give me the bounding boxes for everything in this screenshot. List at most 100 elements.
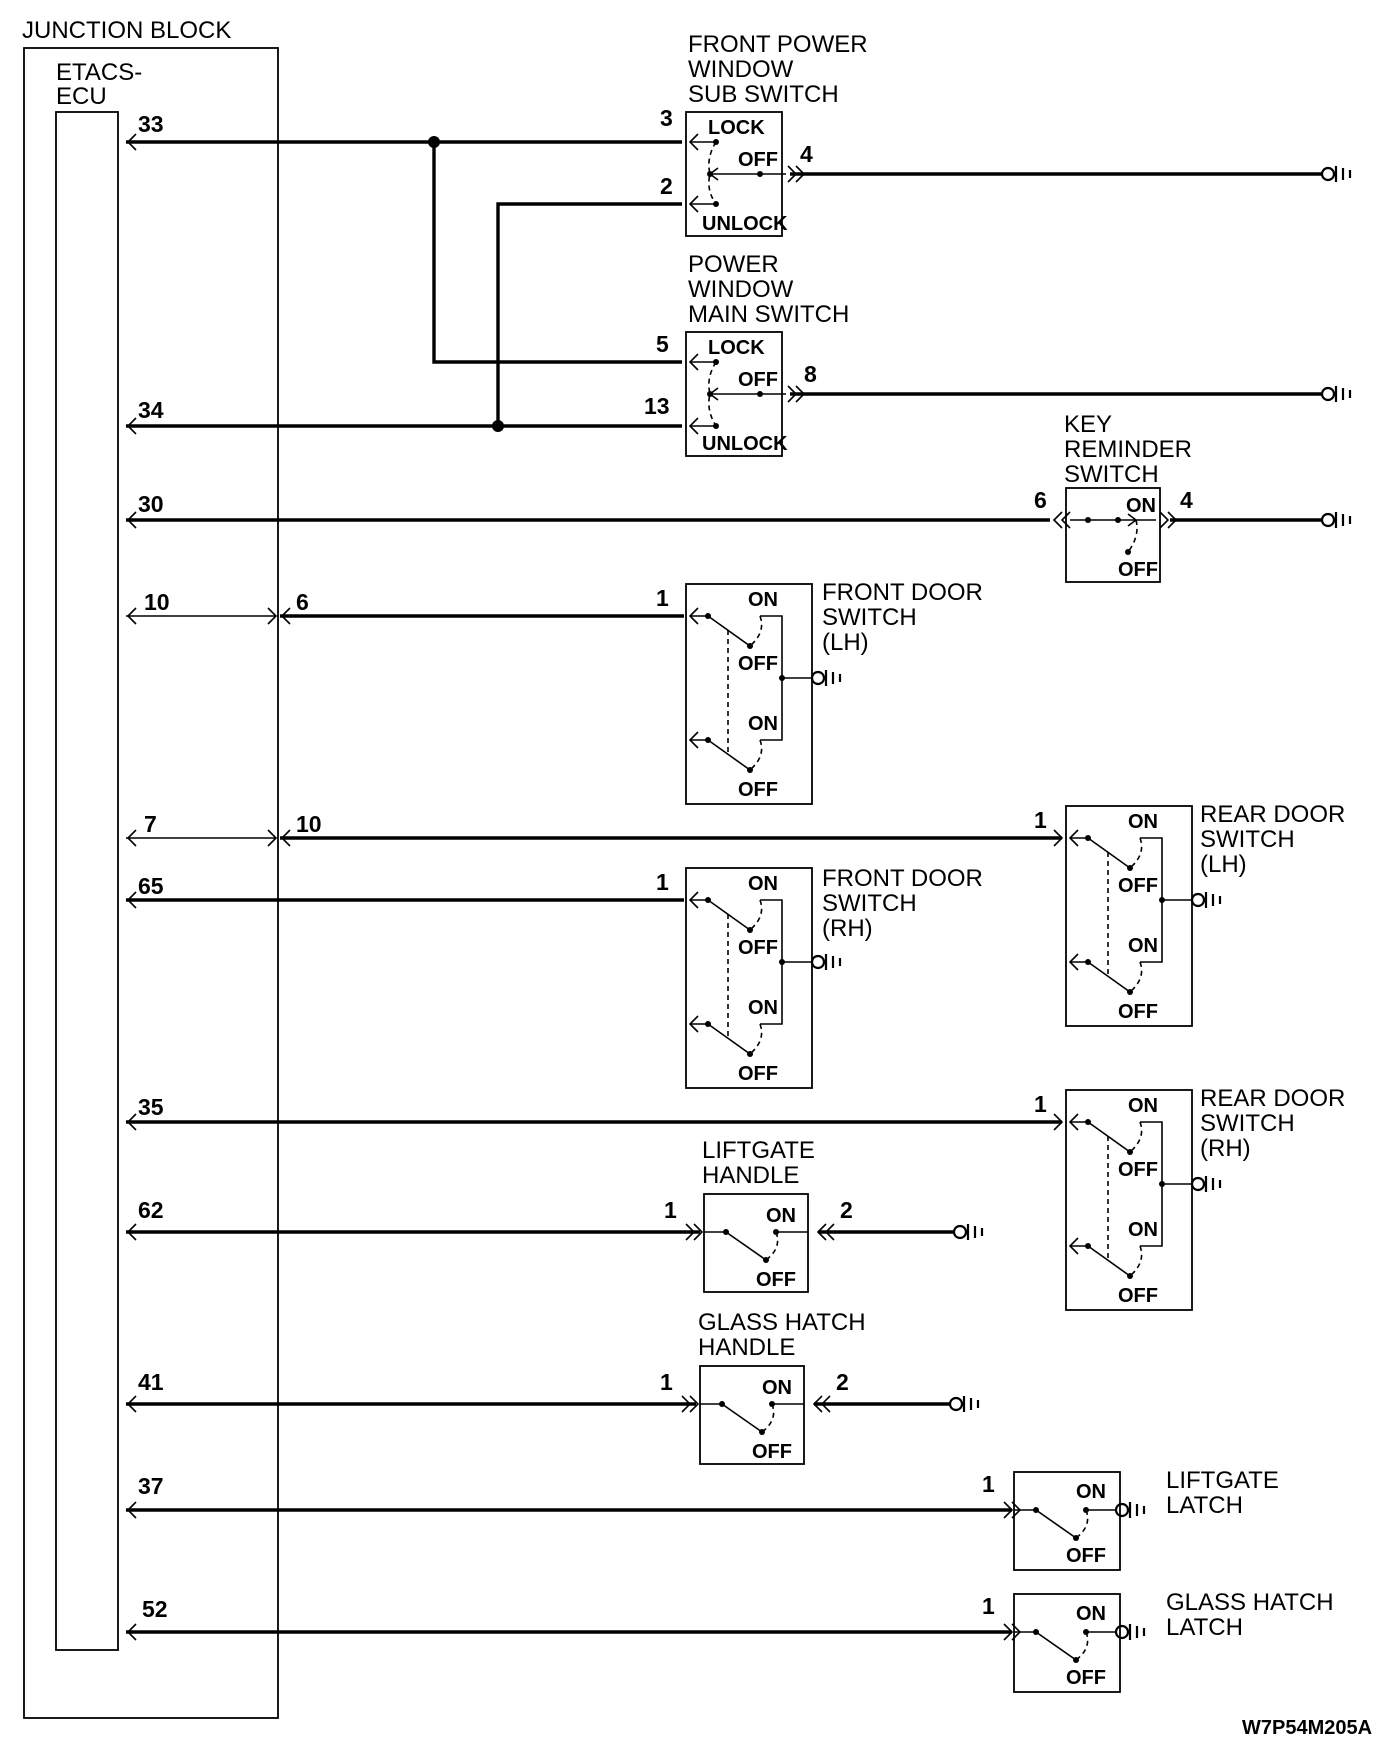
sub-switch-off: OFF [738, 149, 778, 171]
ecu-pin-37: 37 [138, 1473, 164, 1499]
rear-door-lh-label-1: REAR DOOR [1200, 801, 1345, 828]
front-door-rh-label-2: SWITCH [822, 890, 917, 917]
glass-hatch-latch-label-2: LATCH [1166, 1614, 1243, 1641]
liftgate-handle-label-1: LIFTGATE [702, 1137, 815, 1164]
main-switch-throw [708, 361, 717, 427]
connector-arrows [126, 133, 1178, 1641]
power-window-main-switch: POWER WINDOW MAIN SWITCH 5 13 8 LOCK OFF… [644, 251, 849, 457]
rear-door-lh-connector [1053, 829, 1064, 847]
key-reminder-connector-4 [1159, 511, 1178, 529]
rear-door-lh-contact-2 [1068, 953, 1131, 993]
liftgate-latch-on: ON [1076, 1481, 1106, 1503]
ground-icon [810, 670, 842, 686]
rear-door-lh-label-2: SWITCH [1200, 826, 1295, 853]
sub-switch-label-3: SUB SWITCH [688, 81, 839, 108]
front-door-rh-off-2: OFF [738, 1063, 778, 1085]
main-switch-contacts [690, 361, 716, 427]
rear-door-rh-box [1065, 1089, 1193, 1311]
ground-icon [952, 1224, 984, 1240]
key-reminder-box [1065, 487, 1161, 583]
sub-switch-contacts [690, 141, 716, 205]
front-door-rh-label-3: (RH) [822, 915, 873, 942]
front-door-lh-on-2: ON [748, 713, 778, 735]
ecu-connector-37 [126, 1501, 137, 1519]
glass-hatch-handle-off: OFF [752, 1441, 792, 1463]
glass-hatch-latch-label-1: GLASS HATCH [1166, 1589, 1334, 1616]
rear-door-lh-box [1065, 805, 1193, 1027]
ecu-connector-41 [126, 1395, 137, 1413]
ecu-connector-34 [126, 417, 137, 435]
rear-door-rh-off-2: OFF [1118, 1285, 1158, 1307]
glass-hatch-latch-on: ON [1076, 1603, 1106, 1625]
glass-hatch-handle-on: ON [762, 1377, 792, 1399]
ecu-connector-30 [126, 511, 137, 529]
glass-hatch-latch-contacts [1014, 1631, 1116, 1661]
rear-door-switch-lh: REAR DOOR SWITCH (LH) 1 ON OFF ON OFF [1034, 801, 1345, 1027]
key-reminder-pin-4: 4 [1180, 487, 1193, 513]
key-reminder-on: ON [1126, 495, 1156, 517]
glass-hatch-handle-pin-1: 1 [660, 1369, 673, 1395]
sub-switch-inner-chevrons [688, 133, 699, 213]
front-door-rh-contact-2 [688, 1015, 751, 1055]
rear-door-rh-off-1: OFF [1118, 1159, 1158, 1181]
liftgate-handle-throw [765, 1231, 779, 1261]
ecu-pin-33: 33 [138, 111, 164, 137]
rear-door-rh-label-3: (RH) [1200, 1135, 1251, 1162]
ground-icon [1320, 166, 1352, 182]
rear-door-lh-label-3: (LH) [1200, 851, 1247, 878]
front-door-lh-contact-2 [688, 731, 751, 771]
junction-block-title: JUNCTION BLOCK [22, 17, 231, 44]
glass-hatch-handle-pin-2: 2 [836, 1369, 849, 1395]
liftgate-latch-off: OFF [1066, 1545, 1106, 1567]
glass-hatch-latch-off: OFF [1066, 1667, 1106, 1689]
ground-icon [948, 1396, 980, 1412]
key-reminder-label-2: REMINDER [1064, 436, 1192, 463]
rear-door-rh-contact-2 [1068, 1237, 1131, 1277]
main-switch-off: OFF [738, 369, 778, 391]
ecu-label-2: ECU [56, 83, 107, 110]
front-door-lh-label-1: FRONT DOOR [822, 579, 983, 606]
rear-door-rh-on-1: ON [1128, 1095, 1158, 1117]
ground-icon [1114, 1502, 1146, 1518]
liftgate-handle-connector-1 [685, 1223, 704, 1241]
key-reminder-throw [1127, 519, 1138, 553]
liftgate-handle-pin-2: 2 [840, 1197, 853, 1223]
front-door-lh-label-3: (LH) [822, 629, 869, 656]
ecu-pin-52: 52 [142, 1596, 168, 1622]
ground-symbols [948, 166, 1352, 1412]
liftgate-handle-contacts [704, 1231, 808, 1261]
front-door-lh-off-1: OFF [738, 653, 778, 675]
diagram-code: W7P54M205A [1242, 1717, 1372, 1739]
jb-pin-10: 10 [296, 811, 322, 837]
ecu-connector-62 [126, 1223, 137, 1241]
ground-icon [1190, 1176, 1222, 1192]
ecu-pin-30: 30 [138, 491, 164, 517]
sub-switch-label-2: WINDOW [688, 56, 794, 83]
liftgate-handle-box [703, 1193, 809, 1293]
ecu-pin-62: 62 [138, 1197, 164, 1223]
glass-hatch-handle-connector-1 [681, 1395, 700, 1413]
ecu-connector-52 [126, 1623, 137, 1641]
rear-door-lh-contact-1 [1068, 829, 1131, 869]
ecu-pin-10: 10 [144, 589, 170, 615]
front-door-lh-box [685, 583, 813, 805]
key-reminder-connector-6 [1052, 511, 1071, 529]
ground-icon [1114, 1624, 1146, 1640]
liftgate-handle-on: ON [766, 1205, 796, 1227]
sub-switch-pin-4: 4 [800, 141, 813, 167]
rear-door-rh-on-2: ON [1128, 1219, 1158, 1241]
ecu-pin-35: 35 [138, 1094, 164, 1120]
front-door-lh-contact-1 [688, 607, 751, 647]
main-switch-pin-8: 8 [804, 361, 817, 387]
junction-block-outline [23, 47, 279, 1719]
ecu-connector-7 [126, 829, 137, 847]
ecu-connector-10 [126, 607, 137, 625]
rear-door-rh-label-1: REAR DOOR [1200, 1085, 1345, 1112]
rear-door-rh-contact-1 [1068, 1113, 1131, 1153]
sub-switch-connector-4 [787, 165, 806, 183]
ecu-pin-65: 65 [138, 873, 164, 899]
rear-door-rh-throws [1107, 1121, 1143, 1277]
front-door-lh-off-2: OFF [738, 779, 778, 801]
rear-door-lh-pin-1: 1 [1034, 807, 1047, 833]
